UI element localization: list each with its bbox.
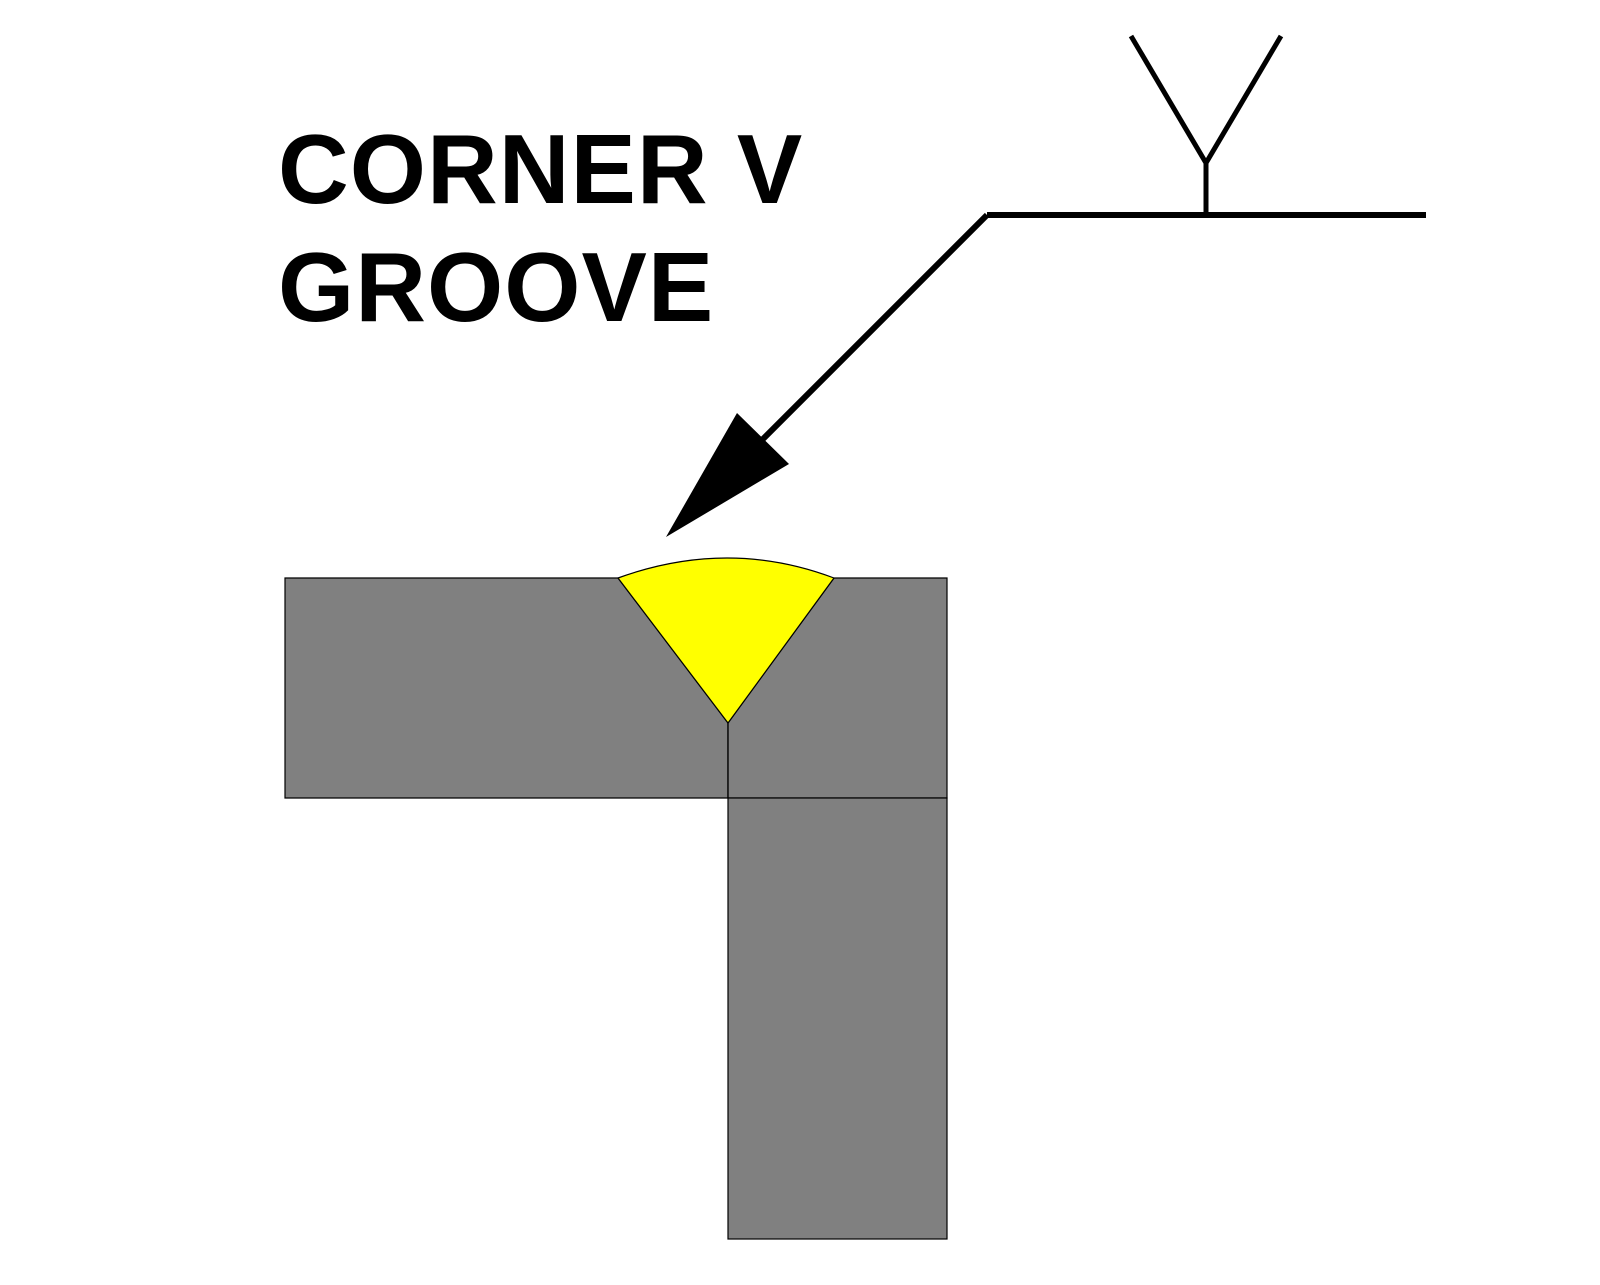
weld-type-label-line1: CORNER V — [278, 114, 804, 224]
arrowhead-icon — [666, 413, 789, 537]
weld-type-label: CORNER V GROOVE — [278, 110, 803, 346]
vertical-plate — [727, 797, 948, 1240]
weld-symbol-left-leg — [1128, 34, 1209, 165]
weld-symbol-right-leg — [1203, 34, 1284, 165]
leader-line — [759, 212, 990, 443]
weld-bead — [617, 557, 835, 725]
weld-type-label-line2: GROOVE — [278, 232, 715, 342]
